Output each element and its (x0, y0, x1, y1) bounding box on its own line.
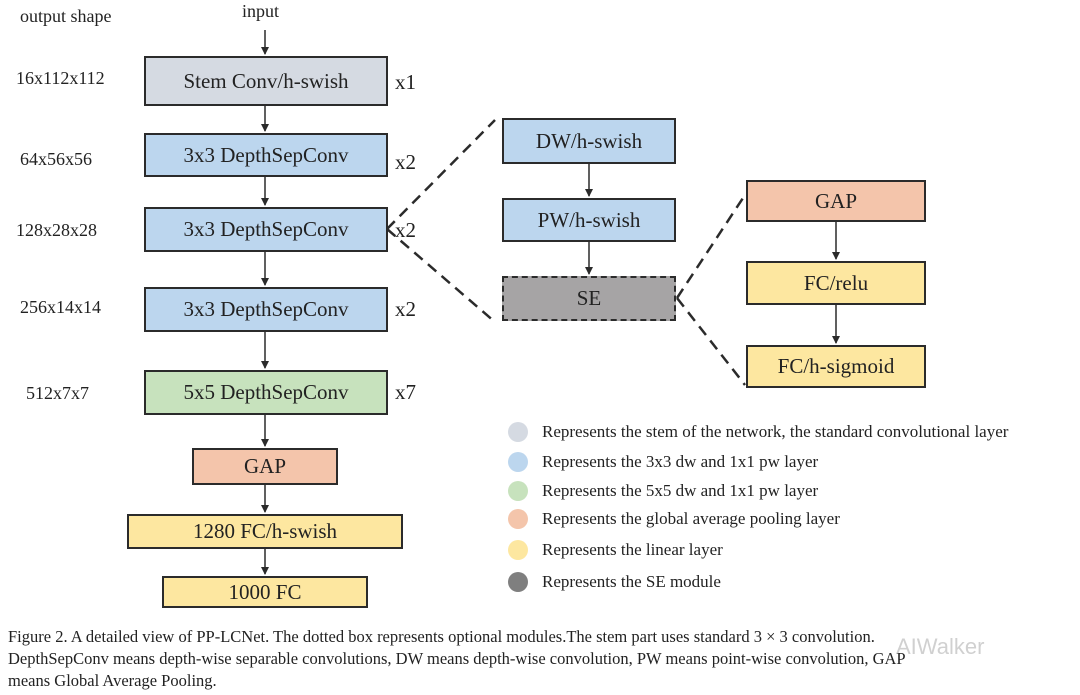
legend-swatch (508, 422, 528, 442)
gap-block: GAP (192, 448, 338, 485)
legend-text: Represents the 5x5 dw and 1x1 pw layer (542, 481, 819, 500)
multiplier-block4: x2 (395, 297, 416, 321)
watermark-text: AIWalker (896, 634, 985, 659)
zoom-line-block3-bottom (386, 228, 496, 323)
pw-hswish-block: PW/h-swish (502, 198, 676, 242)
fc-relu-block: FC/relu (746, 261, 926, 305)
legend-text: Represents the linear layer (542, 540, 723, 559)
multiplier-block5: x7 (395, 380, 416, 404)
caption-line-3: means Global Average Pooling. (8, 671, 217, 690)
fc-1000-block: 1000 FC (162, 576, 368, 608)
legend-swatch (508, 452, 528, 472)
figure-caption: Figure 2. A detailed view of PP-LCNet. T… (8, 626, 1074, 692)
caption-line-2: DepthSepConv means depth-wise separable … (8, 649, 906, 668)
legend-item-gap: Represents the global average pooling la… (508, 507, 840, 531)
legend-text: Represents the 3x3 dw and 1x1 pw layer (542, 452, 819, 471)
shape-label-block5: 512x7x7 (26, 383, 89, 403)
output-shape-header: output shape (20, 6, 112, 26)
depthsepconv-block-3: 3x3 DepthSepConv (144, 287, 388, 332)
legend-swatch (508, 481, 528, 501)
input-label: input (242, 1, 280, 21)
se-block: SE (502, 276, 676, 321)
legend-swatch (508, 540, 528, 560)
depthsepconv-5x5-block: 5x5 DepthSepConv (144, 370, 388, 415)
zoom-line-se-bottom (676, 297, 746, 386)
zoom-line-block3-top (386, 119, 496, 230)
zoom-line-se-top (675, 194, 747, 299)
legend-text: Represents the stem of the network, the … (542, 422, 1009, 441)
shape-label-stem: 16x112x112 (16, 68, 105, 88)
legend-item-se: Represents the SE module (508, 570, 721, 594)
stem-conv-block: Stem Conv/h-swish (144, 56, 388, 106)
legend-item-stem: Represents the stem of the network, the … (508, 420, 1008, 444)
fc-hsigmoid-block: FC/h-sigmoid (746, 345, 926, 388)
shape-label-block2: 64x56x56 (20, 149, 92, 169)
legend-item-dw3x3: Represents the 3x3 dw and 1x1 pw layer (508, 450, 818, 474)
depthsepconv-block-2: 3x3 DepthSepConv (144, 207, 388, 252)
fc-1280-block: 1280 FC/h-swish (127, 514, 403, 549)
legend-item-dw5x5: Represents the 5x5 dw and 1x1 pw layer (508, 479, 818, 503)
dw-hswish-block: DW/h-swish (502, 118, 676, 164)
caption-line-1: Figure 2. A detailed view of PP-LCNet. T… (8, 627, 875, 646)
multiplier-stem: x1 (395, 70, 416, 94)
multiplier-block2: x2 (395, 150, 416, 174)
legend-text: Represents the global average pooling la… (542, 509, 840, 528)
shape-label-block3: 128x28x28 (16, 220, 97, 240)
legend-swatch (508, 572, 528, 592)
multiplier-block3: x2 (395, 218, 416, 242)
legend-swatch (508, 509, 528, 529)
shape-label-block4: 256x14x14 (20, 297, 101, 317)
se-gap-block: GAP (746, 180, 926, 222)
depthsepconv-block-1: 3x3 DepthSepConv (144, 133, 388, 177)
legend-item-linear: Represents the linear layer (508, 538, 723, 562)
legend-text: Represents the SE module (542, 572, 721, 591)
